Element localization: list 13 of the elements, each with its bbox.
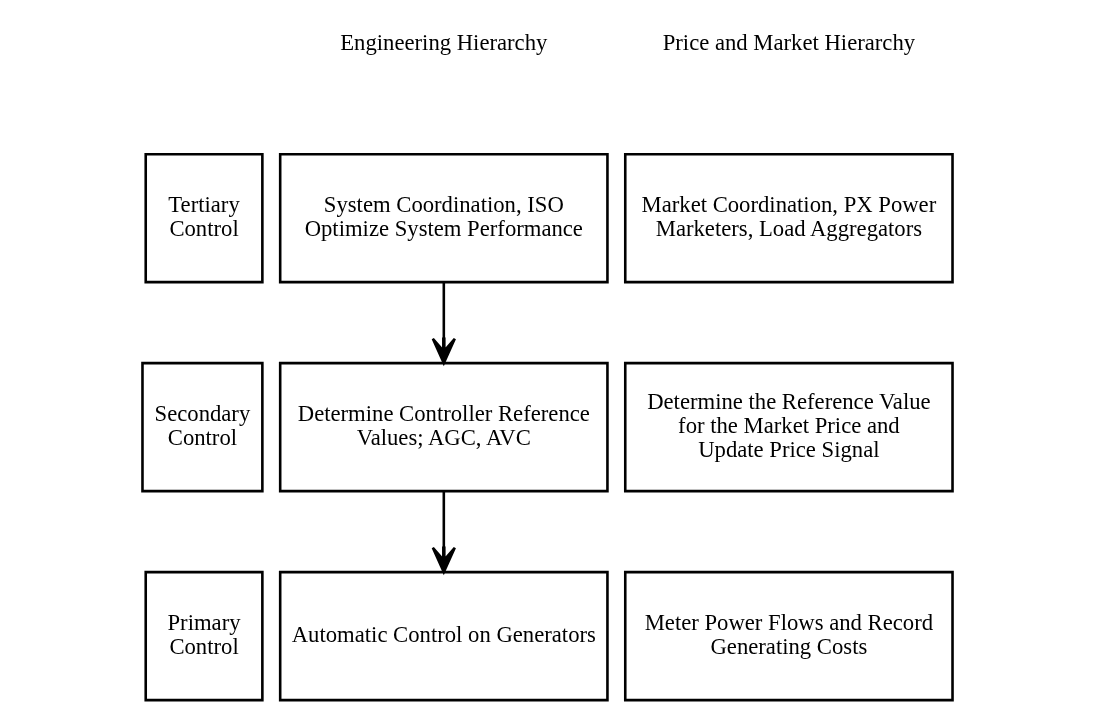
label: Price and Market Hierarchy xyxy=(662,30,916,56)
node-box: Primary Control xyxy=(144,570,264,702)
node-box: Determine the Reference Value for the Market Price and Update Price Signal xyxy=(623,361,954,493)
node-box: Determine Controller Reference Values; AGC, AVC xyxy=(278,361,609,493)
node-box: Automatic Control on Generators xyxy=(278,570,609,702)
node-box: Secondary Control xyxy=(141,361,264,493)
label: Engineering Hierarchy xyxy=(340,30,548,56)
node-box: Market Coordination, PX Power Marketers, Load Aggregators xyxy=(623,152,954,284)
node-box: Tertiary Control xyxy=(144,152,264,284)
node-box: System Coordination, ISO Optimize System Performance xyxy=(278,152,609,284)
arrow xyxy=(431,491,457,574)
node-box: Meter Power Flows and Record Generating Costs xyxy=(623,570,954,702)
arrow xyxy=(431,282,457,365)
